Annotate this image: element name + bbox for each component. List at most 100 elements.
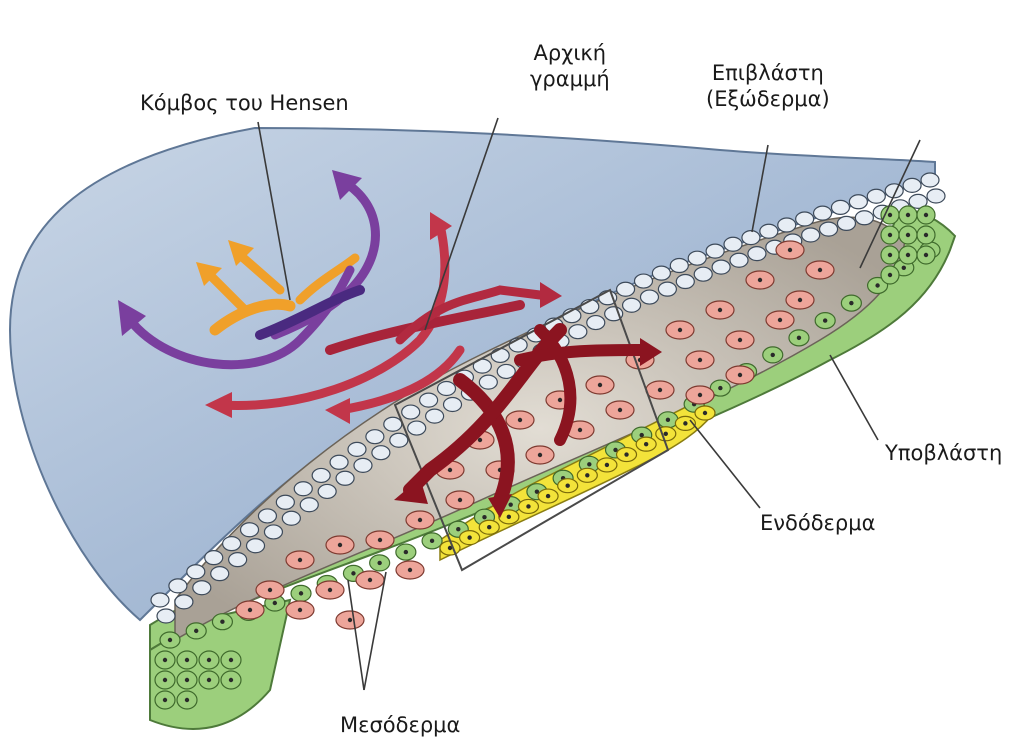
epiblast-cell xyxy=(258,509,276,523)
epiblast-cell xyxy=(658,282,676,296)
epiblast-cell xyxy=(426,409,444,423)
endoderm-cell-nucleus xyxy=(664,432,668,436)
hypoblast-cell-nucleus xyxy=(888,273,892,277)
epiblast-cell xyxy=(438,382,456,396)
hypoblast-cell-nucleus xyxy=(185,658,189,662)
hypoblast-cell-nucleus xyxy=(906,213,910,217)
hypoblast-cell-nucleus xyxy=(299,591,303,595)
mesoderm-cell-nucleus xyxy=(458,498,462,502)
hypoblast-cell-nucleus xyxy=(823,318,827,322)
endoderm-cell-nucleus xyxy=(644,442,648,446)
mesoderm-cell-nucleus xyxy=(408,568,412,572)
mesoderm-cell-nucleus xyxy=(558,398,562,402)
mesoderm-cell-nucleus xyxy=(348,618,352,622)
leader-endoderm xyxy=(690,420,760,508)
epiblast-cell xyxy=(634,274,652,288)
epiblast-cell xyxy=(814,206,832,220)
mesoderm-cell-nucleus xyxy=(298,558,302,562)
hypoblast-cell-nucleus xyxy=(771,353,775,357)
epiblast-cell xyxy=(623,298,641,312)
label-endoderm: Ενδόδερμα xyxy=(760,510,875,536)
epiblast-cell xyxy=(831,200,849,214)
hypoblast-cell-nucleus xyxy=(718,386,722,390)
hypoblast-cell-nucleus xyxy=(351,571,355,575)
hypoblast-cell-nucleus xyxy=(163,698,167,702)
hypoblast-cell-nucleus xyxy=(377,561,381,565)
epiblast-cell xyxy=(730,253,748,267)
hypoblast-cell-nucleus xyxy=(666,418,670,422)
epiblast-cell xyxy=(175,595,193,609)
epiblast-cell xyxy=(497,364,515,378)
label-epiblast-line1: Επιβλάστη xyxy=(706,60,830,86)
hypoblast-cell-nucleus xyxy=(163,658,167,662)
epiblast-cell xyxy=(151,593,169,607)
epiblast-cell xyxy=(724,237,742,251)
epiblast-cell xyxy=(760,224,778,238)
epiblast-cell xyxy=(640,290,658,304)
epiblast-cell xyxy=(300,498,318,512)
mesoderm-cell-nucleus xyxy=(248,608,252,612)
hypoblast-cell-nucleus xyxy=(207,658,211,662)
epiblast-cell xyxy=(229,553,247,567)
mesoderm-cell-nucleus xyxy=(698,393,702,397)
hypoblast-cell-nucleus xyxy=(797,336,801,340)
endoderm-cell-nucleus xyxy=(565,483,569,487)
mesoderm-cell-nucleus xyxy=(818,268,822,272)
hypoblast-cell-nucleus xyxy=(902,266,906,270)
hypoblast-cell-nucleus xyxy=(168,638,172,642)
label-hypoblast: Υποβλάστη xyxy=(885,440,1002,466)
leader-mesoderm-a xyxy=(348,580,364,690)
hypoblast-cell-nucleus xyxy=(888,253,892,257)
hypoblast-cell-nucleus xyxy=(888,233,892,237)
epiblast-cell xyxy=(849,195,867,209)
label-endoderm-text: Ενδόδερμα xyxy=(760,510,875,536)
hypoblast-cell-nucleus xyxy=(220,620,224,624)
label-mesoderm-text: Μεσόδερμα xyxy=(340,712,460,738)
label-hensen-node-text: Κόμβος του Hensen xyxy=(140,90,349,116)
epiblast-cell xyxy=(241,523,259,537)
endoderm-cell-nucleus xyxy=(605,463,609,467)
mesoderm-cell-nucleus xyxy=(478,438,482,442)
hypoblast-cell-nucleus xyxy=(875,283,879,287)
hypoblast-cell-nucleus xyxy=(163,678,167,682)
epiblast-cell xyxy=(211,567,229,581)
epiblast-cell xyxy=(796,212,814,226)
epiblast-cell xyxy=(706,244,724,258)
mesoderm-cell-nucleus xyxy=(298,608,302,612)
epiblast-cell xyxy=(408,421,426,435)
epiblast-cell xyxy=(742,231,760,245)
epiblast-cell xyxy=(282,511,300,525)
hypoblast-cell-nucleus xyxy=(508,502,512,506)
epiblast-cell xyxy=(587,316,605,330)
endoderm-cell-nucleus xyxy=(487,525,491,529)
hypoblast-cell-nucleus xyxy=(456,527,460,531)
hypoblast-cell-nucleus xyxy=(888,213,892,217)
epiblast-cell xyxy=(479,375,497,389)
hypoblast-cell-nucleus xyxy=(482,515,486,519)
leader-mesoderm-b xyxy=(364,572,386,690)
epiblast-cell xyxy=(921,173,939,187)
epiblast-cell xyxy=(802,228,820,242)
mesoderm-cell-nucleus xyxy=(618,408,622,412)
mesoderm-cell-nucleus xyxy=(448,468,452,472)
mesoderm-cell-nucleus xyxy=(738,373,742,377)
hypoblast-cell-nucleus xyxy=(229,678,233,682)
mesoderm-cell-nucleus xyxy=(678,328,682,332)
hypoblast-cell-nucleus xyxy=(640,433,644,437)
label-hensen-node: Κόμβος του Hensen xyxy=(140,90,349,116)
epiblast-cell xyxy=(372,446,390,460)
epiblast-cell xyxy=(294,482,312,496)
epiblast-cell xyxy=(330,455,348,469)
hypoblast-cell-nucleus xyxy=(273,601,277,605)
epiblast-cell xyxy=(778,218,796,232)
epiblast-cell xyxy=(867,189,885,203)
hypoblast-cell-nucleus xyxy=(906,253,910,257)
endoderm-cell-nucleus xyxy=(683,421,687,425)
hypoblast-cell-nucleus xyxy=(924,213,928,217)
epiblast-cell xyxy=(205,551,223,565)
mesoderm-cell-nucleus xyxy=(658,388,662,392)
epiblast-cell xyxy=(903,178,921,192)
endoderm-cell-nucleus xyxy=(585,473,589,477)
epiblast-cell xyxy=(264,525,282,539)
hypoblast-cell-nucleus xyxy=(587,462,591,466)
